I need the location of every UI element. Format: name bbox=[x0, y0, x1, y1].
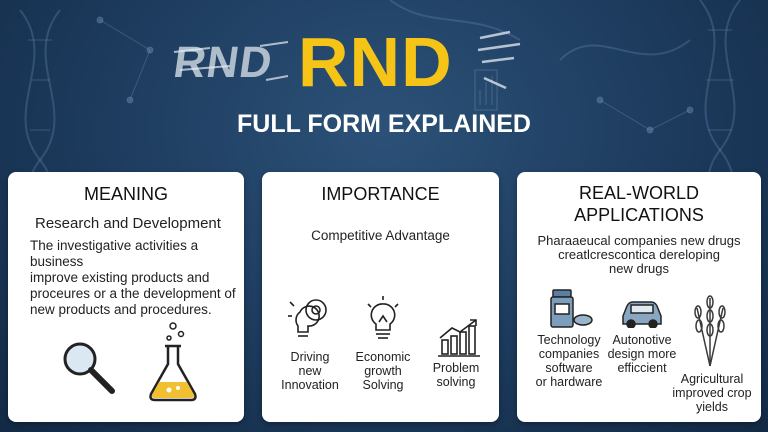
body-line: new drugs bbox=[609, 261, 669, 276]
caption-line: design more bbox=[607, 347, 677, 361]
medicine-bottle-icon bbox=[550, 289, 593, 328]
caption-line: yields bbox=[696, 400, 728, 414]
lightbulb-gears-icon bbox=[288, 299, 327, 337]
magnifier-icon bbox=[63, 342, 115, 394]
caption-line: Innovation bbox=[281, 378, 339, 392]
body-line: Pharaaeucal companies new drugs bbox=[537, 233, 741, 248]
meaning-subtitle: Research and Development bbox=[35, 215, 221, 232]
caption-line: Solving bbox=[362, 378, 404, 392]
wheat-icon bbox=[694, 295, 726, 367]
importance-item-2-label: Economic growth Solving bbox=[348, 350, 418, 392]
logo-rnd: RND bbox=[298, 23, 453, 101]
applications-item-1-label: Technology companies software or hardwar… bbox=[529, 333, 609, 389]
caption-line: Autonotive bbox=[612, 333, 672, 347]
caption-line: or hardware bbox=[535, 375, 603, 389]
applications-body: Pharaaeucal companies new drugs creatlcr… bbox=[517, 234, 761, 276]
title-line: APPLICATIONS bbox=[574, 205, 704, 225]
body-line: improve existing products and bbox=[30, 270, 210, 285]
caption-line: companies bbox=[538, 347, 600, 361]
caption-line: software bbox=[545, 361, 593, 375]
importance-item-3-label: Problem solving bbox=[422, 361, 490, 389]
speed-lines-left-icon bbox=[173, 41, 289, 81]
importance-title: IMPORTANCE bbox=[321, 184, 440, 204]
flask-icon bbox=[149, 322, 197, 402]
importance-subtitle: Competitive Advantage bbox=[311, 228, 450, 243]
caption-line: Technology bbox=[537, 333, 601, 347]
growth-chart-icon bbox=[438, 319, 480, 357]
meaning-body: The investigative activities a business … bbox=[30, 238, 244, 318]
speed-lines-right-icon bbox=[477, 30, 521, 90]
title-line: REAL-WORLD bbox=[578, 183, 699, 203]
importance-card: IMPORTANCE Competitive Advantage Driving… bbox=[262, 172, 499, 422]
caption-line: Agricultural bbox=[680, 372, 744, 386]
meaning-title: MEANING bbox=[83, 184, 168, 204]
caption-line: efficcient bbox=[617, 361, 667, 375]
page-subtitle: FULL FORM EXPLAINED bbox=[237, 110, 531, 138]
applications-item-3-label: Agricultural improved crop yields bbox=[667, 372, 757, 414]
body-line: The investigative activities a business bbox=[30, 238, 199, 269]
caption-line: new bbox=[298, 364, 322, 378]
body-line: creatlcrescontica dereloping bbox=[558, 247, 720, 262]
body-line: proceures or a the development of bbox=[30, 286, 236, 301]
lightbulb-icon bbox=[367, 296, 399, 339]
importance-item-1-label: Driving new Innovation bbox=[276, 350, 344, 392]
caption-line: improved crop bbox=[672, 386, 752, 400]
caption-line: Economic bbox=[355, 350, 411, 364]
applications-card: REAL-WORLD APPLICATIONS Pharaaeucal comp… bbox=[517, 172, 761, 422]
hero-header: RND RND FULL FORM EXPLAINED bbox=[0, 0, 768, 170]
applications-item-2-label: Autonotive design more efficcient bbox=[605, 333, 679, 375]
caption-line: Problem bbox=[432, 361, 480, 375]
body-line: new products and procedures. bbox=[30, 302, 212, 317]
caption-line: solving bbox=[436, 375, 476, 389]
caption-line: Driving bbox=[290, 350, 330, 364]
car-icon bbox=[622, 301, 662, 328]
caption-line: growth bbox=[364, 364, 402, 378]
applications-title: REAL-WORLD APPLICATIONS bbox=[517, 182, 761, 226]
meaning-card: MEANING Research and Development The inv… bbox=[8, 172, 244, 422]
